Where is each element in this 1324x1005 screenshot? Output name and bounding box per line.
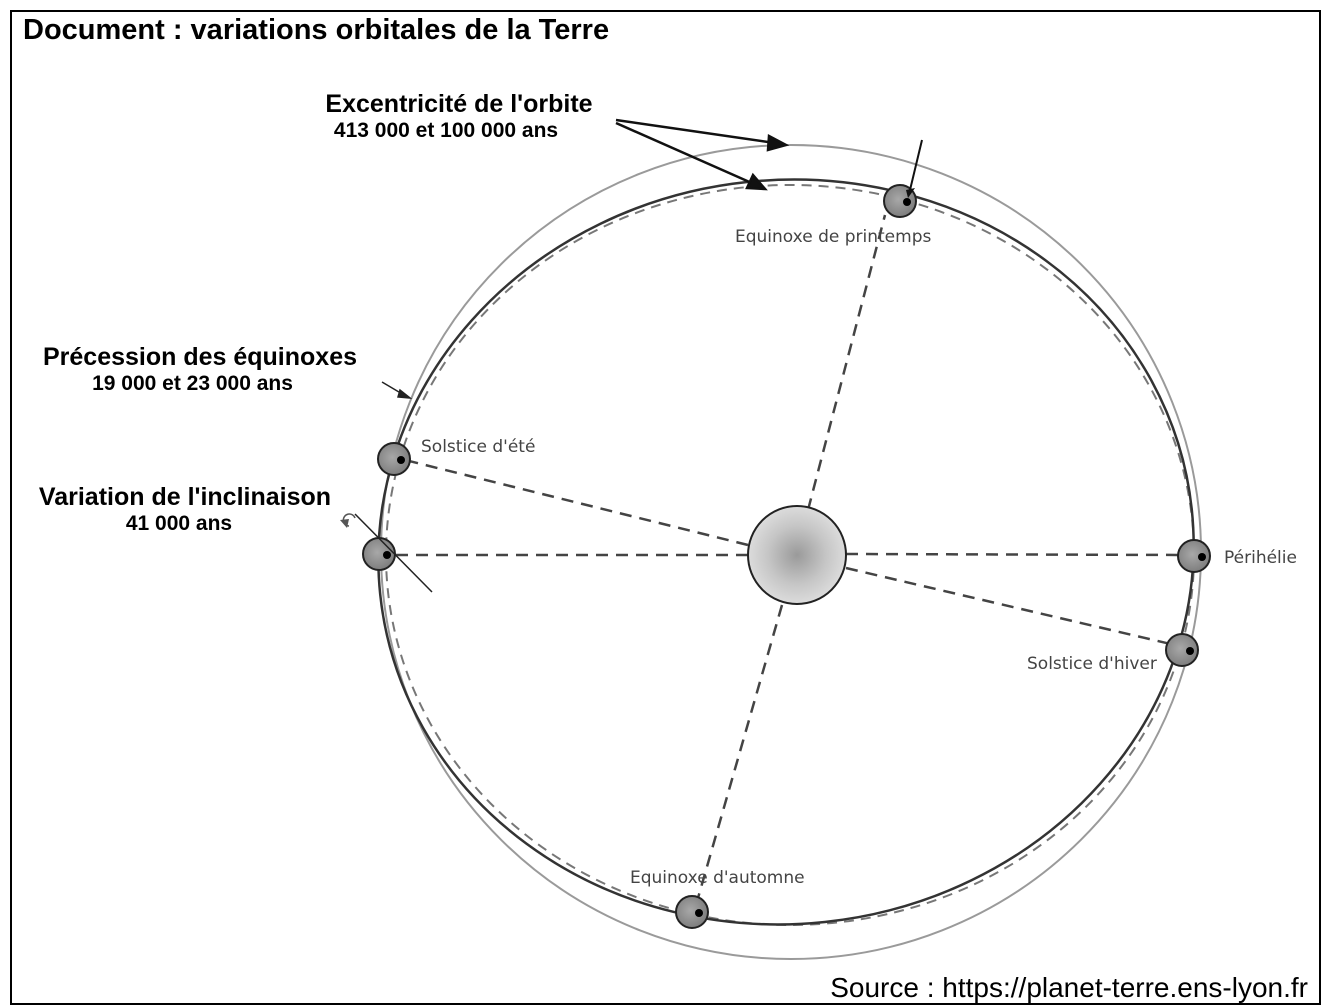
inclination-label: Variation de l'inclinaison 41 000 ans [18, 483, 352, 536]
earth-autumn-equinox [675, 895, 709, 929]
label-winter-solstice: Solstice d'hiver [1027, 654, 1157, 674]
line-to-perihelion [845, 552, 1191, 557]
label-spring-equinox: Equinoxe de printemps [735, 227, 931, 247]
inclination-period: 41 000 ans [125, 512, 233, 535]
eccentricity-label: Excentricité de l'orbite 413 000 et 100 … [300, 90, 618, 143]
precession-title: Précession des équinoxes [42, 343, 358, 371]
line-to-spring-equinox [806, 214, 887, 511]
earth-winter-solstice [1165, 633, 1199, 667]
eccentricity-arrows [615, 118, 790, 191]
inclination-title: Variation de l'inclinaison [38, 483, 332, 511]
document-title: Document : variations orbitales de la Te… [23, 14, 610, 46]
earth-perihelion [1177, 539, 1211, 573]
precession-period: 19 000 et 23 000 ans [92, 372, 293, 395]
inclination-axis [354, 513, 433, 593]
line-to-winter-solstice [845, 566, 1176, 647]
line-to-summer-solstice [404, 458, 749, 547]
eccentricity-title: Excentricité de l'orbite [325, 90, 593, 118]
label-autumn-equinox: Equinoxe d'automne [630, 868, 805, 888]
source-credit: Source : https://planet-terre.ens-lyon.f… [830, 972, 1308, 1003]
sun [747, 505, 847, 605]
spring-arrow [909, 139, 923, 191]
document-frame [10, 10, 1321, 1005]
line-to-autumn-equinox [694, 604, 784, 906]
label-summer-solstice: Solstice d'été [421, 437, 535, 457]
eccentricity-period: 413 000 et 100 000 ans [333, 119, 559, 142]
label-perihelion: Périhélie [1224, 548, 1297, 568]
earth-summer-solstice [377, 442, 411, 476]
earth-inclination [362, 537, 396, 571]
precession-arrow [381, 381, 413, 399]
precession-label: Précession des équinoxes 19 000 et 23 00… [20, 343, 380, 396]
